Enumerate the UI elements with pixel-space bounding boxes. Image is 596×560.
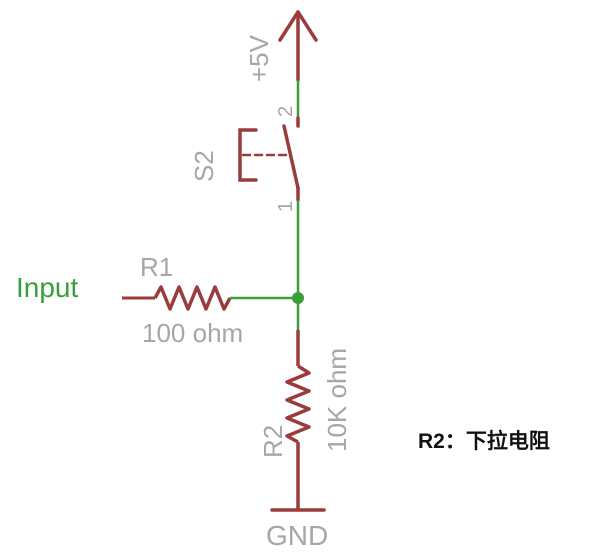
switch-actuator-bracket: [238, 128, 258, 182]
input-label: Input: [16, 272, 78, 303]
r1-value-label: 100 ohm: [142, 318, 243, 348]
ground-label: GND: [266, 520, 328, 551]
r2-name-label: R2: [258, 425, 288, 458]
switch-name-label: S2: [189, 150, 219, 182]
r2-value-label: 10K ohm: [322, 348, 352, 452]
switch-pin-2-label: 2: [275, 106, 297, 117]
supply-arrow: [278, 10, 318, 82]
r1-name-label: R1: [140, 252, 173, 282]
resistor-r1: [153, 285, 232, 311]
switch-pin-1-label: 1: [275, 201, 297, 212]
switch-s2: [238, 116, 300, 202]
pull-down-note: R2：下拉电阻: [418, 430, 550, 453]
supply-arrow-head: [278, 10, 318, 42]
supply-label: +5V: [244, 34, 274, 82]
resistor-r2: [285, 364, 311, 444]
resistor-r2-group: [285, 330, 311, 510]
switch-blade: [282, 124, 300, 190]
